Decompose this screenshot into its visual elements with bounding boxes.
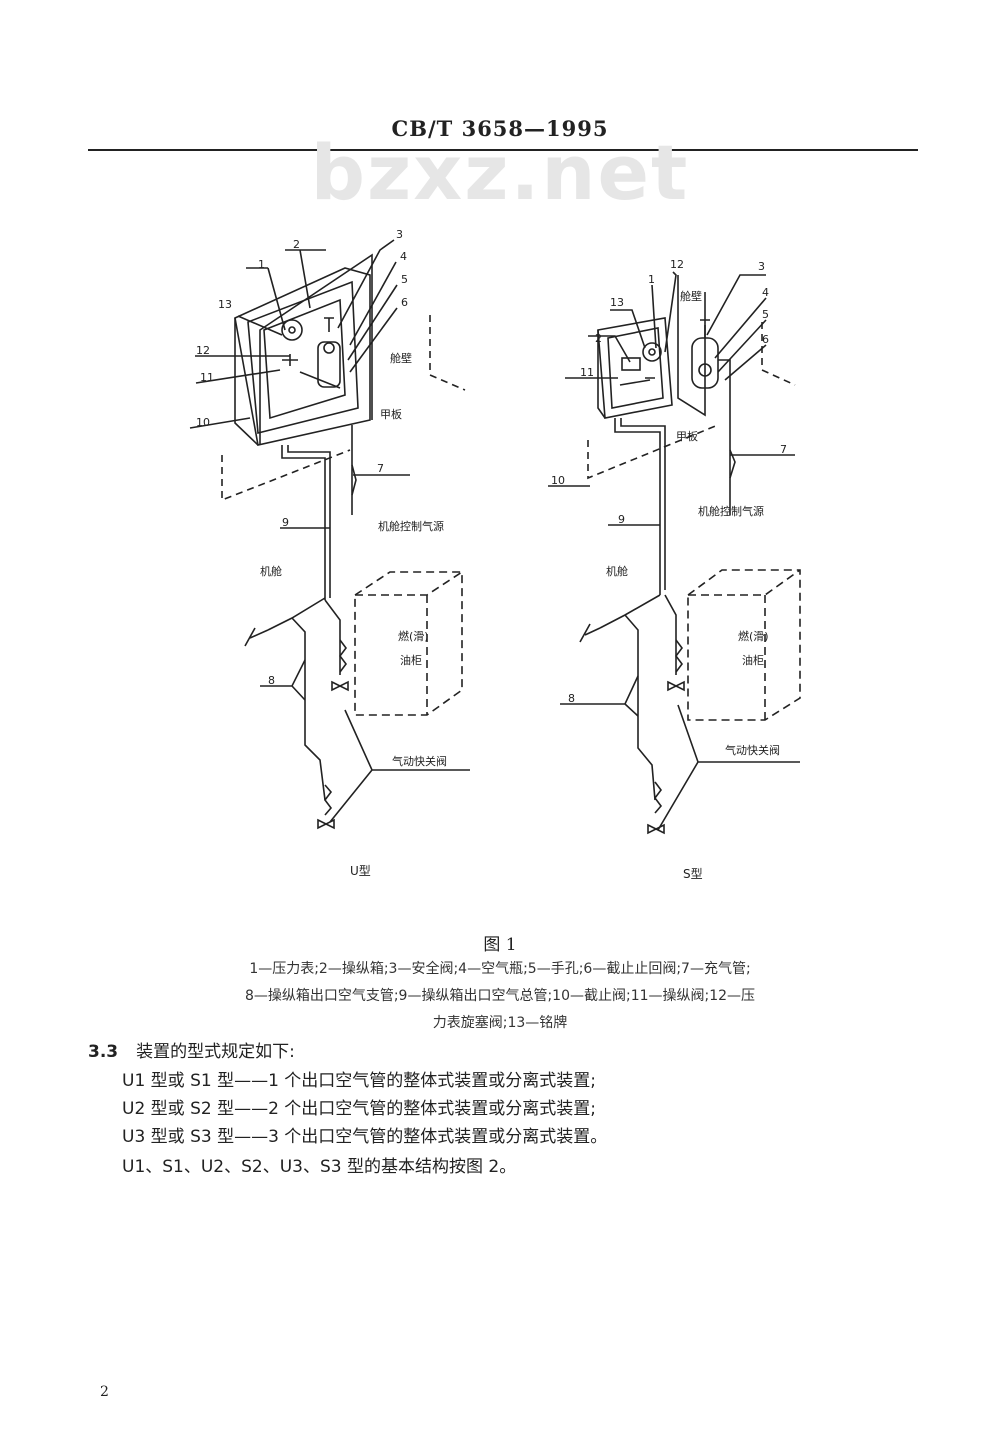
u-callout-13: 13 (218, 298, 232, 311)
u-label-bulkhead: 舱壁 (390, 351, 412, 365)
u-label-engine-room: 机舱 (260, 564, 282, 578)
figure-1-diagram: 1 2 3 4 5 6 7 8 9 10 11 12 13 舱壁 甲板 机舱控制… (189, 228, 801, 881)
s-label-valve: 气动快关阀 (725, 743, 780, 757)
u-callout-5: 5 (401, 273, 408, 286)
s-label-bulkhead: 舱壁 (680, 289, 702, 303)
figure-title: 图 1 (483, 935, 517, 955)
s-label-air-source: 机舱控制气源 (698, 504, 764, 518)
s-callout-6: 6 (762, 333, 769, 346)
page-number: 2 (100, 1384, 109, 1400)
s-callout-12: 12 (670, 258, 684, 271)
section-heading: 3.3 装置的型式规定如下: (88, 1037, 295, 1062)
s-label-tank-2: 油柜 (742, 653, 764, 667)
u-callout-7: 7 (377, 462, 384, 475)
u-callout-10: 10 (196, 416, 210, 429)
figure-legend-line-3: 力表旋塞阀;13—铭牌 (432, 1015, 568, 1031)
u-callout-2: 2 (293, 238, 300, 251)
header-rule (88, 149, 918, 151)
s-callout-4: 4 (762, 286, 769, 299)
s-callout-9: 9 (618, 513, 625, 526)
section-heading-text: 装置的型式规定如下: (136, 1042, 295, 1062)
u-callout-3: 3 (396, 228, 403, 241)
s-label-deck: 甲板 (676, 429, 698, 443)
u-callout-12: 12 (196, 344, 210, 357)
u-type-diagram (189, 239, 470, 830)
s-label-engine-room: 机舱 (606, 564, 628, 578)
s-callout-10: 10 (551, 474, 565, 487)
s-callout-11: 11 (580, 366, 594, 379)
u-caption: U型 (350, 864, 371, 878)
s-callout-5: 5 (762, 308, 769, 321)
s-label-tank-1: 燃(滑) (738, 629, 769, 643)
s-caption: S型 (683, 867, 703, 881)
u-label-deck: 甲板 (380, 407, 402, 421)
s-callout-13: 13 (610, 296, 624, 309)
section-line-4: U1、S1、U2、S2、U3、S3 型的基本结构按图 2。 (122, 1157, 517, 1177)
section-line-3: U3 型或 S3 型——3 个出口空气管的整体式装置或分离式装置。 (122, 1127, 608, 1147)
u-callout-9: 9 (282, 516, 289, 529)
section-line-2: U2 型或 S2 型——2 个出口空气管的整体式装置或分离式装置; (122, 1099, 597, 1119)
s-type-diagram (548, 271, 801, 835)
u-label-valve: 气动快关阀 (392, 754, 447, 768)
watermark: bzxz.net (310, 128, 690, 217)
u-callout-8: 8 (268, 674, 275, 687)
u-callout-4: 4 (400, 250, 407, 263)
s-callout-1: 1 (648, 273, 655, 286)
s-callout-7: 7 (780, 443, 787, 456)
document-header: CB/T 3658—1995 (391, 116, 609, 141)
section-number: 3.3 (88, 1042, 119, 1062)
figure-legend-line-2: 8—操纵箱出口空气支管;9—操纵箱出口空气总管;10—截止阀;11—操纵阀;12… (244, 988, 756, 1004)
s-callout-8: 8 (568, 692, 575, 705)
u-label-tank-2: 油柜 (400, 653, 422, 667)
u-callout-1: 1 (258, 258, 265, 271)
u-callout-6: 6 (401, 296, 408, 309)
figure-legend-line-1: 1—压力表;2—操纵箱;3—安全阀;4—空气瓶;5—手孔;6—截止止回阀;7—充… (249, 961, 751, 977)
u-label-tank-1: 燃(滑) (398, 629, 429, 643)
s-callout-3: 3 (758, 260, 765, 273)
section-line-1: U1 型或 S1 型——1 个出口空气管的整体式装置或分离式装置; (122, 1071, 597, 1091)
u-callout-11: 11 (200, 371, 214, 384)
u-label-air-source: 机舱控制气源 (378, 519, 444, 533)
s-callout-2: 2 (595, 332, 602, 345)
